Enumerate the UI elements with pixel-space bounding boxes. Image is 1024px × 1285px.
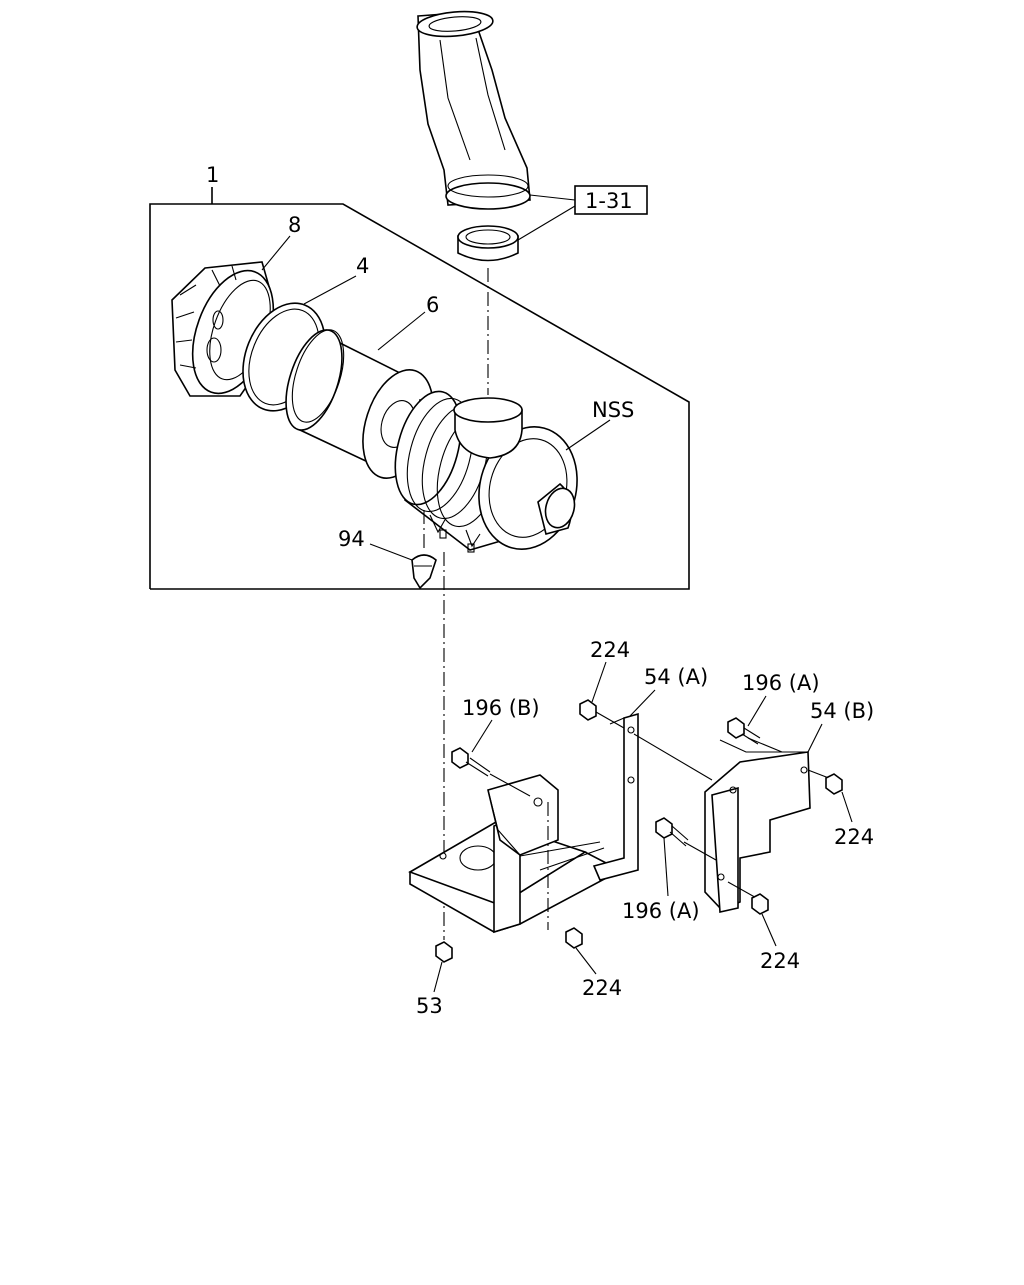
assembly-outline <box>149 187 690 590</box>
label-bolt-b: 196 (B) <box>462 696 540 720</box>
nut-224-top <box>579 699 625 729</box>
label-nut-bottom-right: 224 <box>760 949 800 973</box>
label-valve: 94 <box>338 527 365 551</box>
nut-224-bottom <box>547 802 583 949</box>
reference-1-31: 1-31 <box>517 185 648 241</box>
filter-element <box>285 329 434 479</box>
nut-53 <box>435 941 453 963</box>
label-bolt-a-bottom: 196 (A) <box>622 899 700 923</box>
label-bracket-b: 54 (B) <box>810 699 874 723</box>
label-nss: NSS <box>592 398 634 422</box>
reference-label: 1-31 <box>585 189 633 213</box>
bolt-196a-top <box>727 717 761 745</box>
label-assembly: 1 <box>206 163 219 187</box>
intake-duct <box>416 10 531 210</box>
clamp-ring <box>457 225 519 262</box>
label-bracket-a: 54 (A) <box>644 665 708 689</box>
label-element: 6 <box>426 293 439 317</box>
bolt-196b <box>451 747 531 797</box>
label-nut-top: 224 <box>590 638 630 662</box>
label-gasket: 4 <box>356 254 369 278</box>
mount-bracket-base <box>408 774 611 934</box>
label-nut-53: 53 <box>416 994 443 1018</box>
nut-224-right <box>825 773 843 795</box>
bracket-54a <box>592 712 639 881</box>
label-bolt-a-top: 196 (A) <box>742 671 820 695</box>
label-nut-bottom: 224 <box>582 976 622 1000</box>
leader-lines <box>261 235 853 993</box>
nut-224-bottom-right <box>751 893 769 915</box>
label-nut-right: 224 <box>834 825 874 849</box>
filter-housing <box>394 390 578 553</box>
bolt-196a-bottom <box>655 817 689 847</box>
label-cap: 8 <box>288 213 301 237</box>
dust-valve <box>411 510 437 590</box>
